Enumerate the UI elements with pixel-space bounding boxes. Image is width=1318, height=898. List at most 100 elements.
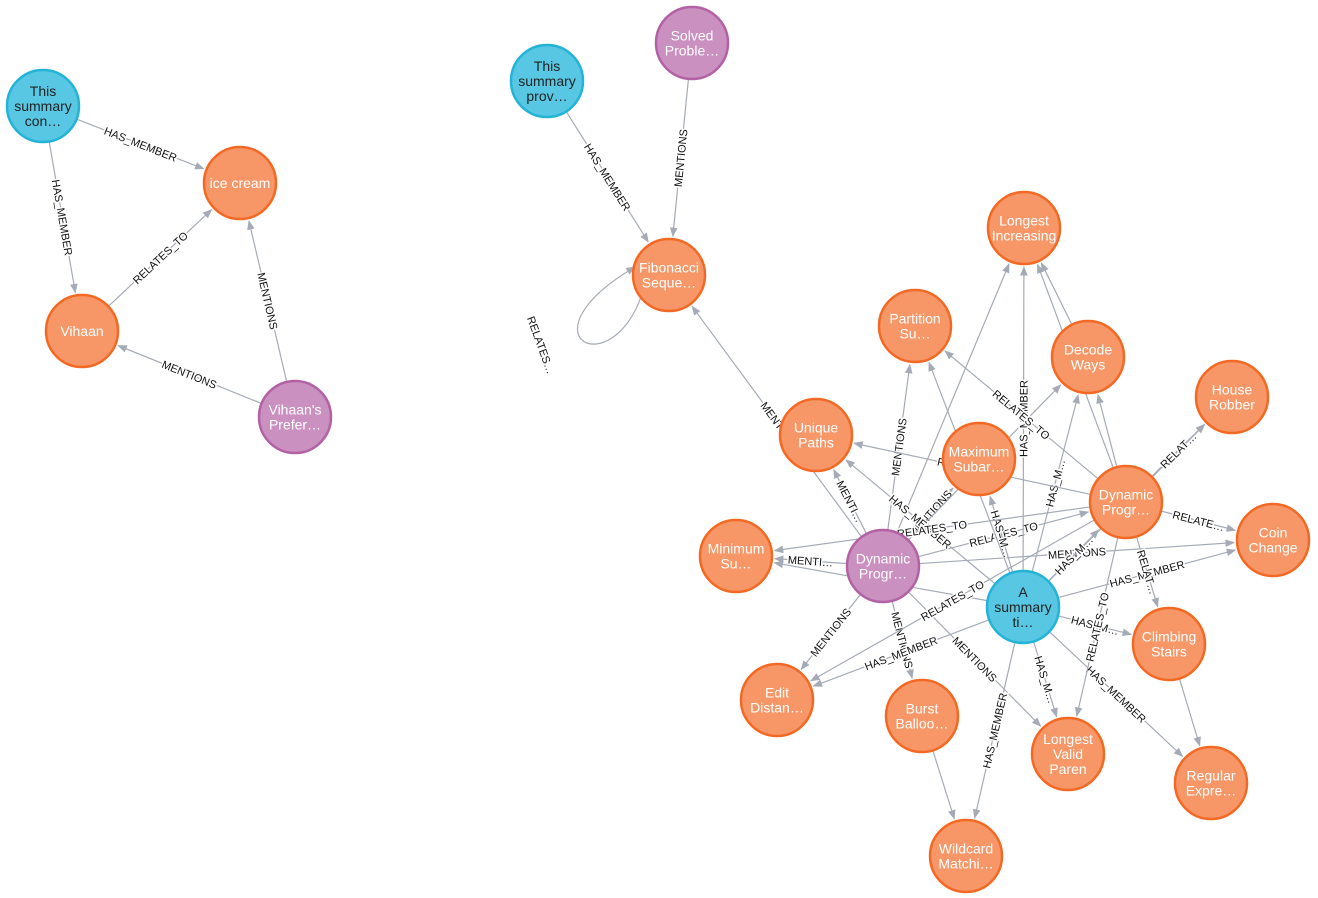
edge-dpep-minsum[interactable]: MENTI…MENTI… <box>773 553 847 571</box>
edge-label: MENTIONS <box>673 129 691 188</box>
edge-line <box>117 345 261 404</box>
node-label: Paren <box>1049 761 1086 777</box>
edge-line <box>1058 548 1237 599</box>
node-edit[interactable]: EditDistan… <box>739 662 815 738</box>
node-circle <box>986 190 1062 266</box>
edge-dpep-lis[interactable] <box>896 263 1010 533</box>
edge-label: HAS_MEMBER <box>981 692 1010 770</box>
edge-line <box>77 118 205 170</box>
node-circle <box>1194 359 1270 435</box>
node-circle <box>509 43 585 119</box>
edge-line <box>918 510 1090 558</box>
edge-label: MENTI… <box>833 479 864 525</box>
edge-label-halo: MENTIONS <box>1048 546 1107 562</box>
node-label: Burst <box>906 701 939 717</box>
node-vihpref[interactable]: Vihaan'sPrefer… <box>257 379 333 455</box>
edge-line <box>1040 262 1073 325</box>
edge-label: HAS_M… <box>1044 458 1068 508</box>
edge-sum3-lvp[interactable]: HAS_M…HAS_M… <box>1030 642 1059 718</box>
node-sum2[interactable]: Thissummaryprov… <box>509 43 585 119</box>
edge-line <box>1096 393 1118 467</box>
node-fib[interactable]: FibonacciSeque… <box>631 237 707 313</box>
node-dpent[interactable]: DynamicProgr… <box>1088 464 1164 540</box>
edge-line <box>48 142 78 294</box>
node-circle <box>698 518 774 594</box>
node-solved[interactable]: SolvedProble… <box>654 5 730 81</box>
node-label: Vihaan's <box>268 402 321 418</box>
edge-line <box>1161 510 1237 532</box>
edge-label-halo: HAS_MEMBER <box>1018 380 1030 457</box>
node-sum3[interactable]: Asummaryti… <box>985 569 1061 645</box>
node-label: Minimum <box>708 541 765 557</box>
node-burst[interactable]: BurstBalloo… <box>884 678 960 754</box>
node-vihaan[interactable]: Vihaan <box>44 293 120 369</box>
node-label: Unique <box>794 420 839 436</box>
node-label: Subar… <box>953 459 1004 475</box>
edge-label: HAS_MEMBER <box>581 142 632 214</box>
edge-label: RELAT… <box>1159 431 1200 472</box>
node-circle <box>877 288 953 364</box>
edge-line <box>247 220 288 382</box>
edge-burst-wildcard[interactable] <box>932 751 956 820</box>
edge-line <box>833 468 867 534</box>
node-partition[interactable]: PartitionSu… <box>877 288 953 364</box>
edge-line <box>1033 642 1058 718</box>
edge-line <box>1074 537 1119 717</box>
edge-dpent-coin[interactable]: RELATE…RELATE… <box>1161 508 1237 536</box>
edge-label: MENTIONS <box>254 272 279 331</box>
node-label: House <box>1212 382 1253 398</box>
edge-fib-fib[interactable]: RELATES…RELATES… <box>523 266 642 377</box>
node-maxsub[interactable]: MaximumSubar… <box>941 421 1017 497</box>
edge-line <box>1151 423 1205 477</box>
node-icecream[interactable]: ice cream <box>202 145 278 221</box>
edge-decode-lis[interactable] <box>1040 262 1073 325</box>
edge-line <box>812 619 989 687</box>
edge-dpep-unique[interactable]: MENTI…MENTI… <box>832 468 867 534</box>
node-circle <box>1030 716 1106 792</box>
node-circle <box>631 237 707 313</box>
edge-label: HAS_M… <box>1031 655 1057 705</box>
edge-dpent-house[interactable]: RELAT…RELAT… <box>1151 423 1205 477</box>
edge-line <box>887 363 913 530</box>
node-minsum[interactable]: MinimumSu… <box>698 518 774 594</box>
node-label: Maximum <box>949 444 1010 460</box>
edge-line <box>1031 393 1080 572</box>
node-sum1[interactable]: Thissummarycon… <box>5 68 81 144</box>
node-label: Progr… <box>859 566 907 582</box>
node-circle <box>257 379 333 455</box>
node-label: Partition <box>889 311 940 327</box>
node-circle <box>985 569 1061 645</box>
node-circle <box>1235 502 1311 578</box>
node-label: prov… <box>526 88 567 104</box>
node-dpep[interactable]: DynamicProgr… <box>845 528 921 604</box>
edge-line <box>1049 631 1184 758</box>
node-label: A <box>1018 584 1028 600</box>
node-wildcard[interactable]: WildcardMatchi… <box>928 818 1004 894</box>
node-label: Longest <box>1043 731 1093 747</box>
edge-label: MENTIONS <box>160 359 218 392</box>
edge-dpent-decode[interactable] <box>1096 393 1118 467</box>
node-regex[interactable]: RegularExpre… <box>1173 745 1249 821</box>
edge-label: HAS_MEMBER <box>102 125 178 164</box>
node-label: Su… <box>720 556 751 572</box>
edge-climb-regex[interactable] <box>1179 679 1201 747</box>
edge-line <box>896 263 1010 533</box>
